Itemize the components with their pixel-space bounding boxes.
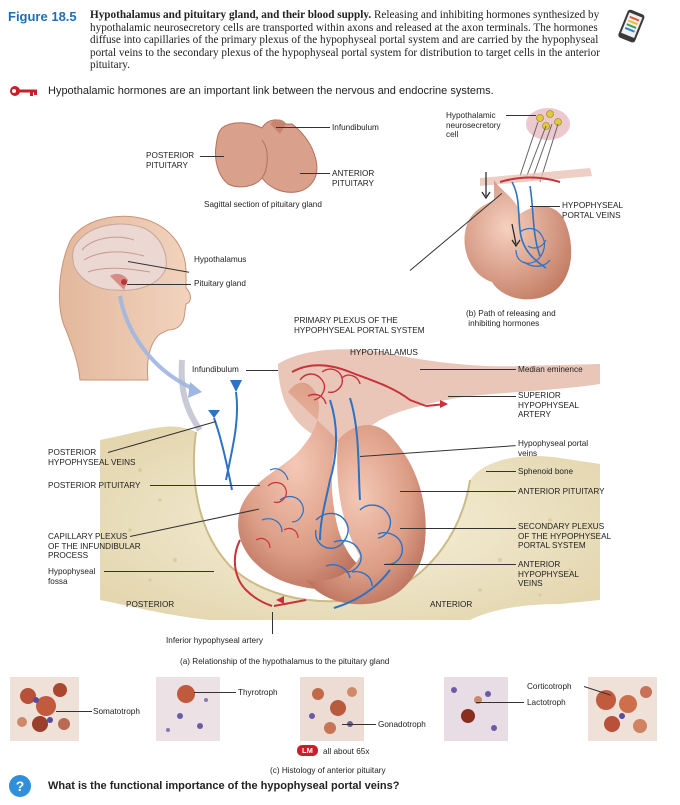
leader-line — [127, 284, 191, 285]
panel-a-caption: (a) Relationship of the hypothalamus to … — [180, 657, 390, 666]
label-anterior-pituitary-a: ANTERIOR PITUITARY — [518, 487, 605, 496]
label-infundibulum-a: Infundibulum — [192, 365, 239, 374]
histology-micrographs — [10, 677, 657, 741]
leader-line — [486, 471, 516, 472]
label-gonadotroph: Gonadotroph — [378, 720, 426, 729]
label-neurosecretory-cell: Hypothalamic neurosecretory cell — [446, 111, 501, 140]
label-median-eminence: Median eminence — [518, 365, 583, 374]
label-posterior-veins: POSTERIOR HYPOPHYSEAL VEINS — [48, 448, 136, 467]
lm-badge: LM — [297, 745, 318, 756]
label-anterior-pituitary-sagittal: ANTERIOR PITUITARY — [332, 169, 375, 188]
question-text: What is the functional importance of the… — [48, 780, 400, 792]
label-lactotroph: Lactotroph — [527, 698, 566, 707]
leader-line — [342, 724, 376, 725]
leader-line — [506, 115, 536, 116]
tablet-icon[interactable] — [616, 8, 646, 46]
sagittal-caption: Sagittal section of pituitary gland — [204, 200, 322, 209]
label-corticotroph: Corticotroph — [527, 682, 572, 691]
leader-line — [400, 528, 516, 529]
label-anterior-veins: ANTERIOR HYPOPHYSEAL VEINS — [518, 560, 579, 589]
leader-line — [104, 571, 214, 572]
leader-line — [200, 156, 224, 157]
label-sphenoid-bone: Sphenoid bone — [518, 467, 574, 476]
leader-line — [272, 612, 273, 634]
panel-b-caption: (b) Path of releasing and inhibiting hor… — [466, 309, 556, 328]
leader-line — [300, 173, 330, 174]
label-portal-veins-b: HYPOPHYSEAL PORTAL VEINS — [562, 201, 623, 220]
histology-caption: (c) Histology of anterior pituitary — [270, 766, 386, 775]
leader-line — [384, 564, 516, 565]
key-icon — [10, 86, 37, 96]
label-hypothalamus-a: HYPOTHALAMUS — [350, 348, 418, 357]
label-secondary-plexus: SECONDARY PLEXUS OF THE HYPOPHYSEAL PORT… — [518, 522, 612, 551]
label-inferior-artery: Inferior hypophyseal artery — [166, 636, 263, 645]
leader-line — [400, 491, 516, 492]
label-superior-artery: SUPERIOR HYPOPHYSEAL ARTERY — [518, 391, 579, 420]
label-capillary-plexus: CAPILLARY PLEXUS OF THE INFUNDIBULAR PRO… — [48, 532, 141, 561]
head-illustration — [59, 215, 191, 381]
leader-line — [420, 369, 516, 370]
label-posterior-direction: POSTERIOR — [126, 600, 175, 609]
sagittal-section-gland — [215, 119, 318, 193]
label-anterior-direction: ANTERIOR — [430, 600, 473, 609]
label-primary-plexus: PRIMARY PLEXUS OF THE HYPOPHYSEAL PORTAL… — [294, 316, 425, 335]
question-icon[interactable]: ? — [9, 775, 31, 797]
label-posterior-pituitary-a: POSTERIOR PITUITARY — [48, 481, 141, 490]
figure-caption: Hypothalamus and pituitary gland, and th… — [90, 9, 615, 72]
connector-arrow — [118, 295, 197, 392]
label-thyrotroph: Thyrotroph — [238, 688, 278, 697]
leader-line — [530, 206, 560, 207]
leader-line — [276, 127, 330, 128]
label-posterior-pituitary-sagittal: POSTERIOR PITUITARY — [146, 151, 195, 170]
label-fossa: Hypophyseal fossa — [48, 567, 96, 586]
caption-body: Releasing and inhibiting hormones synthe… — [90, 9, 600, 72]
label-portal-veins-a: Hypophyseal portal veins — [518, 439, 589, 458]
panel-b-illustration — [464, 108, 592, 300]
key-concept: Hypothalamic hormones are an important l… — [48, 85, 494, 97]
label-somatotroph: Somatotroph — [93, 707, 140, 716]
label-infundibulum-sagittal: Infundibulum — [332, 123, 379, 132]
leader-line — [476, 702, 524, 703]
leader-line — [56, 711, 92, 712]
leader-line — [448, 396, 516, 397]
label-pituitary-gland-head: Pituitary gland — [194, 279, 246, 288]
leader-line — [246, 370, 278, 371]
leader-line — [194, 692, 236, 693]
label-hypothalamus-head: Hypothalamus — [194, 255, 247, 264]
leader-line — [150, 485, 260, 486]
label-magnification: all about 65x — [323, 747, 370, 756]
panel-a-illustration — [100, 349, 600, 620]
figure-number: Figure 18.5 — [8, 9, 77, 24]
caption-title: Hypothalamus and pituitary gland, and th… — [90, 9, 372, 21]
